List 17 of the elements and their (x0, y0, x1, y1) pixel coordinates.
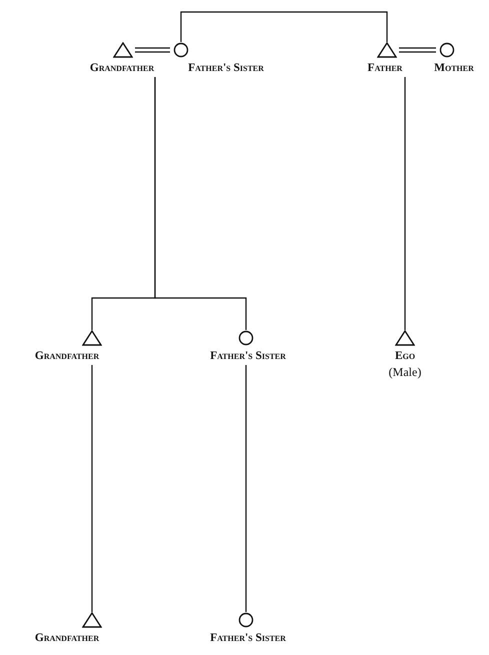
kin-label: Ego (394, 349, 416, 363)
kin-label: (Male) (388, 365, 422, 379)
kin-label: Father's Sister (209, 631, 287, 645)
kin-label: Father's Sister (187, 61, 265, 75)
kin-label: Grandfather (34, 349, 100, 363)
kin-label: Father (366, 61, 404, 75)
descent-line (91, 365, 93, 612)
descent-line (404, 77, 406, 330)
descent-line (245, 365, 247, 612)
descent-line (154, 77, 247, 330)
sibling-line (180, 11, 388, 42)
marriage-line (134, 47, 171, 53)
marriage-line (398, 47, 437, 53)
kin-label: Grandfather (88, 61, 156, 75)
kin-label: Grandfather (34, 631, 100, 645)
kin-label: Father's Sister (209, 349, 287, 363)
kin-label: Mother (433, 61, 475, 75)
